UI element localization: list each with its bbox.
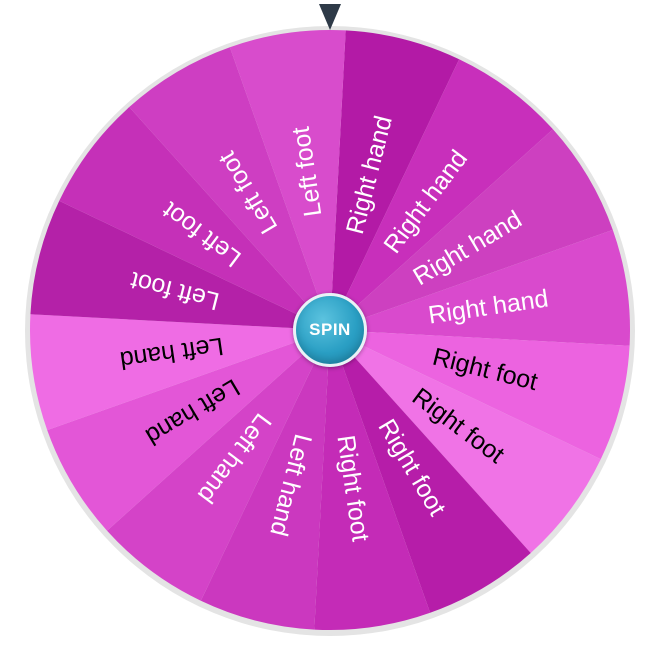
wheel-segment[interactable]: [330, 30, 460, 330]
wheel-segment[interactable]: [330, 129, 613, 330]
wheel-segment[interactable]: [330, 229, 631, 346]
wheel-segment[interactable]: [29, 314, 331, 431]
wheel-segment[interactable]: [330, 330, 630, 460]
wheel-segment[interactable]: [107, 330, 330, 601]
wheel-segment[interactable]: [330, 330, 601, 553]
wheel-segment[interactable]: [229, 29, 346, 331]
wheel-segments[interactable]: [29, 29, 631, 631]
wheel-segment[interactable]: [59, 107, 330, 330]
spin-button[interactable]: SPIN: [290, 290, 370, 370]
wheel-segment[interactable]: [330, 59, 553, 330]
wheel-segment[interactable]: [330, 330, 531, 613]
wheel-segment[interactable]: [200, 330, 330, 630]
spin-button-label: SPIN: [309, 320, 351, 339]
spin-button-face: SPIN: [293, 293, 367, 367]
wheel-segment[interactable]: [30, 200, 330, 330]
wheel-segment[interactable]: [129, 47, 330, 331]
pointer-icon: [319, 4, 341, 30]
wheel-segment[interactable]: [314, 330, 431, 631]
wheel-segment[interactable]: [47, 330, 331, 531]
